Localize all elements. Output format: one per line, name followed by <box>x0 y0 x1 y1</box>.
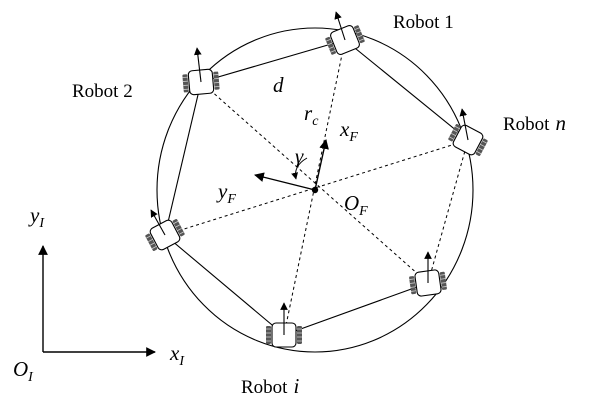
y-I-label: yI <box>28 203 45 231</box>
x-F-label: xF <box>339 117 358 145</box>
robot-1-label: Robot 1 <box>393 12 454 33</box>
robot-lower-right <box>407 251 449 298</box>
robot-1 <box>323 11 367 59</box>
x-I-label: xI <box>169 341 185 369</box>
r-c-label: rc <box>304 101 319 129</box>
robot-2 <box>181 47 221 97</box>
O-F-label: OF <box>344 191 368 219</box>
gamma-label: γ <box>295 144 304 168</box>
formation-edges <box>164 39 469 336</box>
gamma-angle-arc <box>291 157 308 180</box>
formation-circle <box>156 27 474 353</box>
inertial-frame <box>38 245 156 357</box>
x-F-axis-arrow <box>314 139 329 191</box>
origin-O-F-dot <box>311 186 319 194</box>
robot-2-label: Robot 2 <box>72 81 133 102</box>
robot-n <box>445 108 491 160</box>
y-F-label: yF <box>216 179 236 207</box>
dashed-edge-robot-n-to-neighbor <box>427 139 469 284</box>
O-I-label: OI <box>13 357 34 385</box>
d-label: d <box>273 73 284 97</box>
y-F-axis-arrow <box>254 172 316 191</box>
formation-frame <box>254 139 329 194</box>
robot-left <box>142 209 188 255</box>
robot-i <box>265 302 303 348</box>
